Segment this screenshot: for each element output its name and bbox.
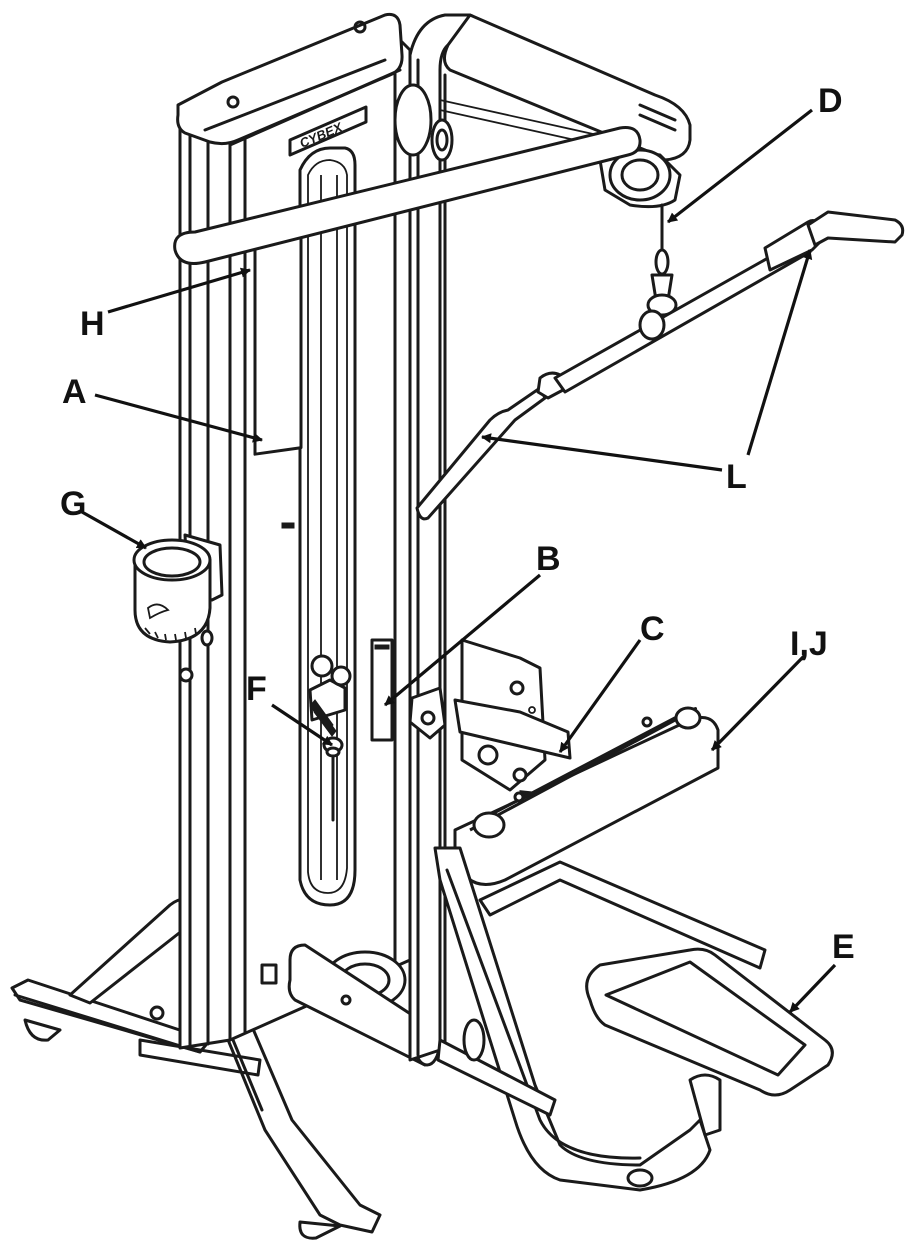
callout-f: F (246, 670, 267, 708)
callout-b: B (536, 540, 561, 578)
leader-e (788, 963, 837, 1014)
callout-h: H (80, 305, 105, 343)
callout-g: G (60, 485, 86, 523)
leader-f (271, 703, 333, 747)
callout-labels: A B C D E F G H I,J L (60, 82, 855, 966)
instruction-placard (253, 221, 303, 456)
accessory-cup-holder[interactable] (132, 533, 224, 683)
callout-l: L (726, 458, 747, 496)
front-column-frame (393, 13, 692, 1062)
front-base-frame (433, 846, 834, 1192)
leader-l-right (746, 249, 813, 456)
leader-a (94, 393, 263, 443)
lat-bar[interactable] (415, 210, 905, 521)
weight-stack-tower: CYBEX (176, 13, 442, 1067)
callout-c: C (640, 610, 665, 648)
callout-leaders (81, 108, 837, 1014)
overhead-bar (173, 126, 642, 265)
thigh-pad-assembly[interactable] (408, 638, 720, 886)
cable-assembly (646, 203, 678, 317)
weight-label-b (370, 638, 394, 742)
callout-a: A (62, 373, 87, 411)
leader-d (667, 108, 813, 224)
leader-b (383, 573, 542, 707)
leader-g (81, 510, 147, 550)
callout-ij: I,J (790, 625, 828, 663)
callout-d: D (818, 82, 843, 120)
foot-platform[interactable] (585, 947, 834, 1097)
callout-e: E (832, 928, 855, 966)
leader-h (107, 267, 251, 314)
leader-l-left (481, 433, 723, 472)
leader-c (558, 639, 642, 753)
leader-ij (710, 653, 807, 752)
